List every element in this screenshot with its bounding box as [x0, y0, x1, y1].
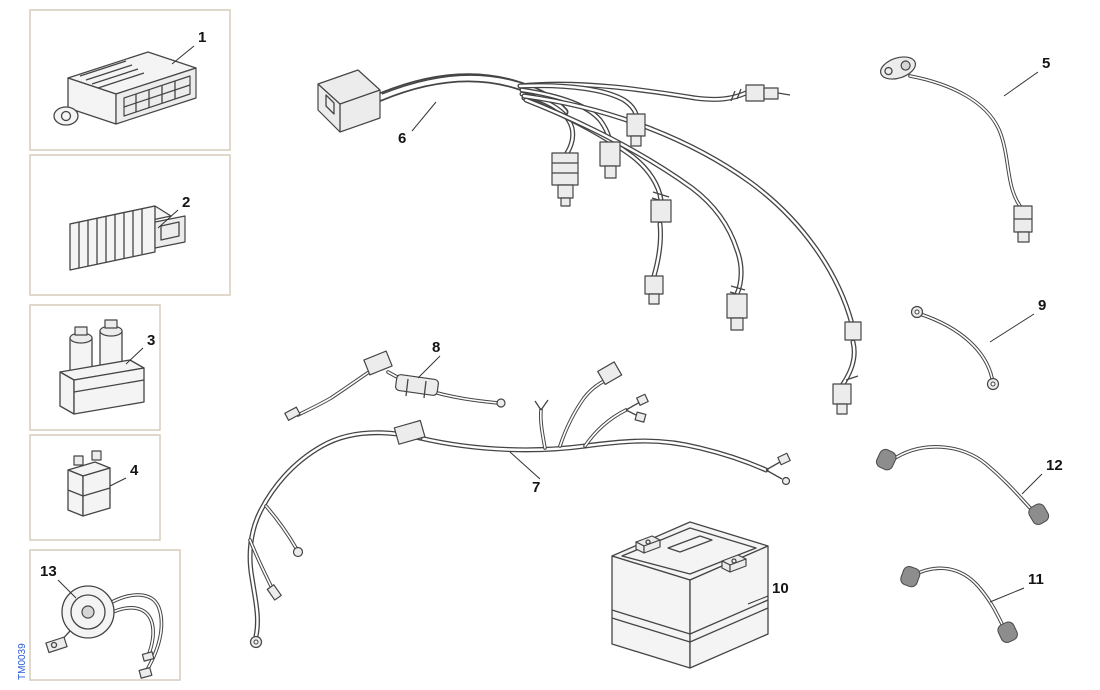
- part-11-battery-cable-short: [900, 565, 1018, 643]
- part-label-12: 12: [1021, 457, 1063, 495]
- part-label-6: 6: [398, 101, 437, 147]
- part-label-3: 3: [125, 332, 155, 365]
- part-number-12: 12: [1046, 457, 1063, 474]
- part-6-main-harness: [317, 69, 862, 415]
- part-number-13: 13: [40, 563, 57, 580]
- frame-box-2: [29, 154, 231, 296]
- part-number-9: 9: [1038, 297, 1046, 314]
- part-7-rear-harness: [247, 361, 791, 649]
- part-number-2: 2: [182, 194, 190, 211]
- part-number-11: 11: [1028, 571, 1044, 588]
- part-number-3: 3: [147, 332, 155, 349]
- part-12-battery-cable-long: [875, 445, 1050, 525]
- part-number-8: 8: [432, 339, 440, 356]
- part-number-10: 10: [772, 580, 789, 597]
- part-label-1: 1: [171, 29, 206, 65]
- part-10-battery: [611, 521, 769, 669]
- part-number-1: 1: [198, 29, 206, 46]
- part-3-ignition-coil: [59, 319, 145, 415]
- part-2-voltage-regulator: [69, 205, 186, 271]
- part-label-5: 5: [1003, 55, 1050, 97]
- part-label-7: 7: [509, 451, 540, 496]
- part-number-7: 7: [532, 479, 540, 496]
- part-label-11: 11: [989, 571, 1044, 603]
- part-label-9: 9: [989, 297, 1046, 343]
- part-label-8: 8: [417, 339, 441, 379]
- frame-box-4: [29, 434, 161, 541]
- part-5-switch-cable: [880, 56, 1033, 243]
- part-label-13: 13: [40, 563, 77, 599]
- part-9-ground-cable: [910, 305, 1000, 391]
- frame-box-13: [29, 549, 181, 681]
- part-label-4: 4: [109, 462, 139, 487]
- frame-box-1: [29, 9, 231, 151]
- part-8-fuse-lead: [284, 350, 506, 421]
- part-number-4: 4: [130, 462, 139, 479]
- part-number-6: 6: [398, 130, 406, 147]
- part-4-relay: [67, 450, 111, 517]
- part-1-control-unit: [53, 51, 197, 126]
- part-13-horn: [45, 585, 164, 679]
- part-label-10: 10: [747, 580, 789, 605]
- part-number-5: 5: [1042, 55, 1050, 72]
- diagram-code: TM0039: [17, 643, 28, 680]
- frame-box-3: [29, 304, 161, 431]
- part-label-2: 2: [157, 194, 190, 229]
